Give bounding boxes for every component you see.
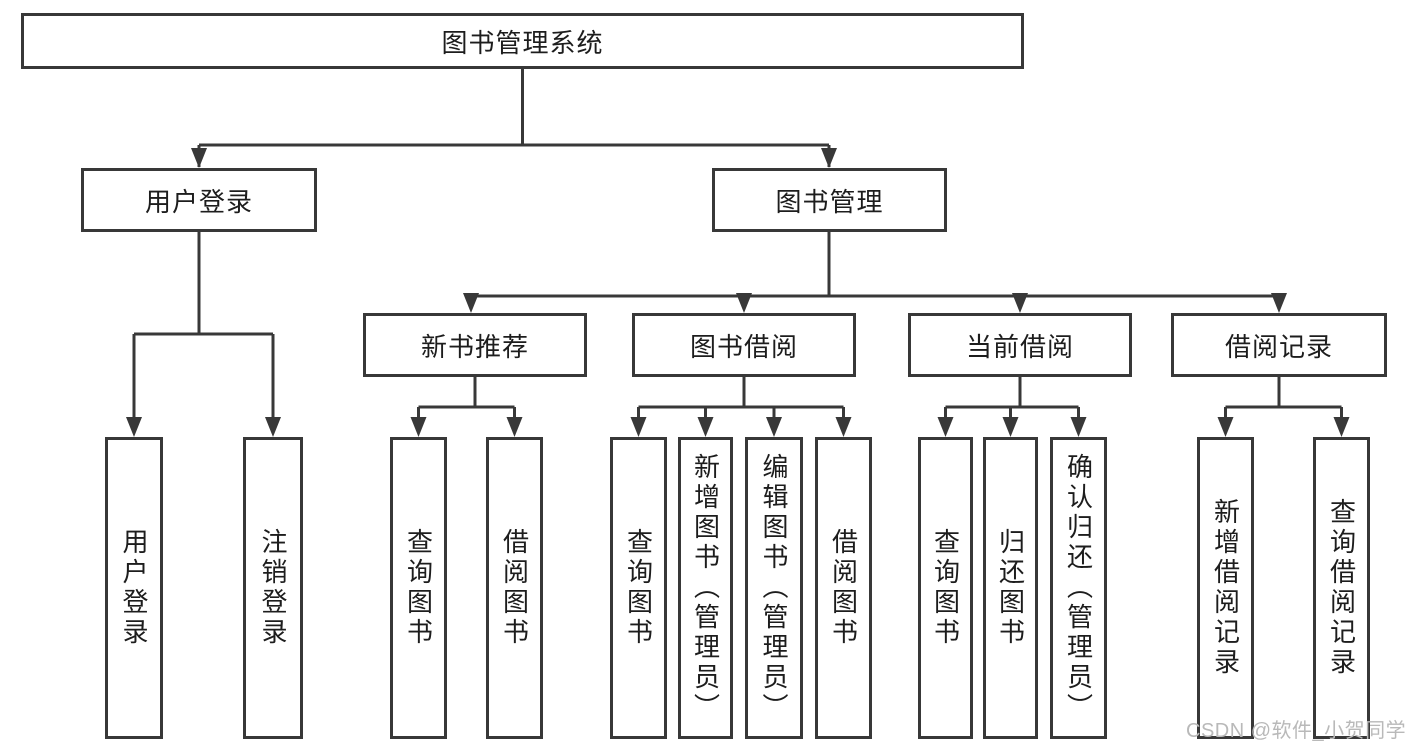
node-label: 归还图书 bbox=[995, 528, 1026, 648]
node-current-borrow: 当前借阅 bbox=[908, 313, 1132, 377]
watermark: CSDN @软件_小贺同学 bbox=[1186, 720, 1405, 742]
node-book-borrow: 图书借阅 bbox=[632, 313, 856, 377]
leaf-current-query-book: 查询图书 bbox=[918, 437, 973, 739]
connector-arrowheads bbox=[126, 148, 1350, 437]
leaf-recommend-query-book: 查询图书 bbox=[390, 437, 447, 739]
node-label: 新书推荐 bbox=[420, 331, 529, 362]
node-label: 用户登录 bbox=[144, 186, 253, 217]
node-label: 注销登录 bbox=[258, 528, 288, 648]
node-label: 查询图书 bbox=[623, 528, 654, 648]
node-label: 新增图书（管理员） bbox=[690, 453, 721, 723]
node-label: 当前借阅 bbox=[965, 331, 1074, 362]
leaf-user-login: 用户登录 bbox=[105, 437, 163, 739]
node-label: 借阅图书 bbox=[828, 528, 859, 648]
node-book-management: 图书管理 bbox=[712, 168, 947, 232]
node-label: 借阅图书 bbox=[499, 528, 530, 648]
leaf-borrow-borrow-book: 借阅图书 bbox=[815, 437, 872, 739]
node-label: 查询图书 bbox=[930, 528, 961, 648]
leaf-logout: 注销登录 bbox=[243, 437, 303, 739]
node-label: 图书管理系统 bbox=[441, 27, 604, 58]
leaf-record-add-record: 新增借阅记录 bbox=[1197, 437, 1254, 739]
node-label: 确认归还（管理员） bbox=[1063, 453, 1094, 723]
node-label: 图书借阅 bbox=[689, 331, 798, 362]
leaf-borrow-add-book-admin: 新增图书（管理员） bbox=[678, 437, 733, 739]
leaf-record-query-record: 查询借阅记录 bbox=[1313, 437, 1370, 739]
node-label: 查询图书 bbox=[403, 528, 434, 648]
node-label: 编辑图书（管理员） bbox=[759, 453, 789, 723]
node-label: 查询借阅记录 bbox=[1326, 498, 1357, 678]
leaf-current-confirm-return-admin: 确认归还（管理员） bbox=[1050, 437, 1107, 739]
leaf-current-return-book: 归还图书 bbox=[983, 437, 1038, 739]
node-new-book-recommend: 新书推荐 bbox=[363, 313, 587, 377]
leaf-borrow-query-book: 查询图书 bbox=[610, 437, 667, 739]
leaf-recommend-borrow-book: 借阅图书 bbox=[486, 437, 543, 739]
node-label: 用户登录 bbox=[119, 528, 149, 648]
node-label: 借阅记录 bbox=[1224, 331, 1333, 362]
node-label: 新增借阅记录 bbox=[1210, 498, 1241, 678]
node-root: 图书管理系统 bbox=[21, 13, 1024, 69]
node-borrow-record: 借阅记录 bbox=[1171, 313, 1387, 377]
node-user-login: 用户登录 bbox=[81, 168, 317, 232]
leaf-borrow-edit-book-admin: 编辑图书（管理员） bbox=[745, 437, 803, 739]
node-label: 图书管理 bbox=[775, 186, 884, 217]
